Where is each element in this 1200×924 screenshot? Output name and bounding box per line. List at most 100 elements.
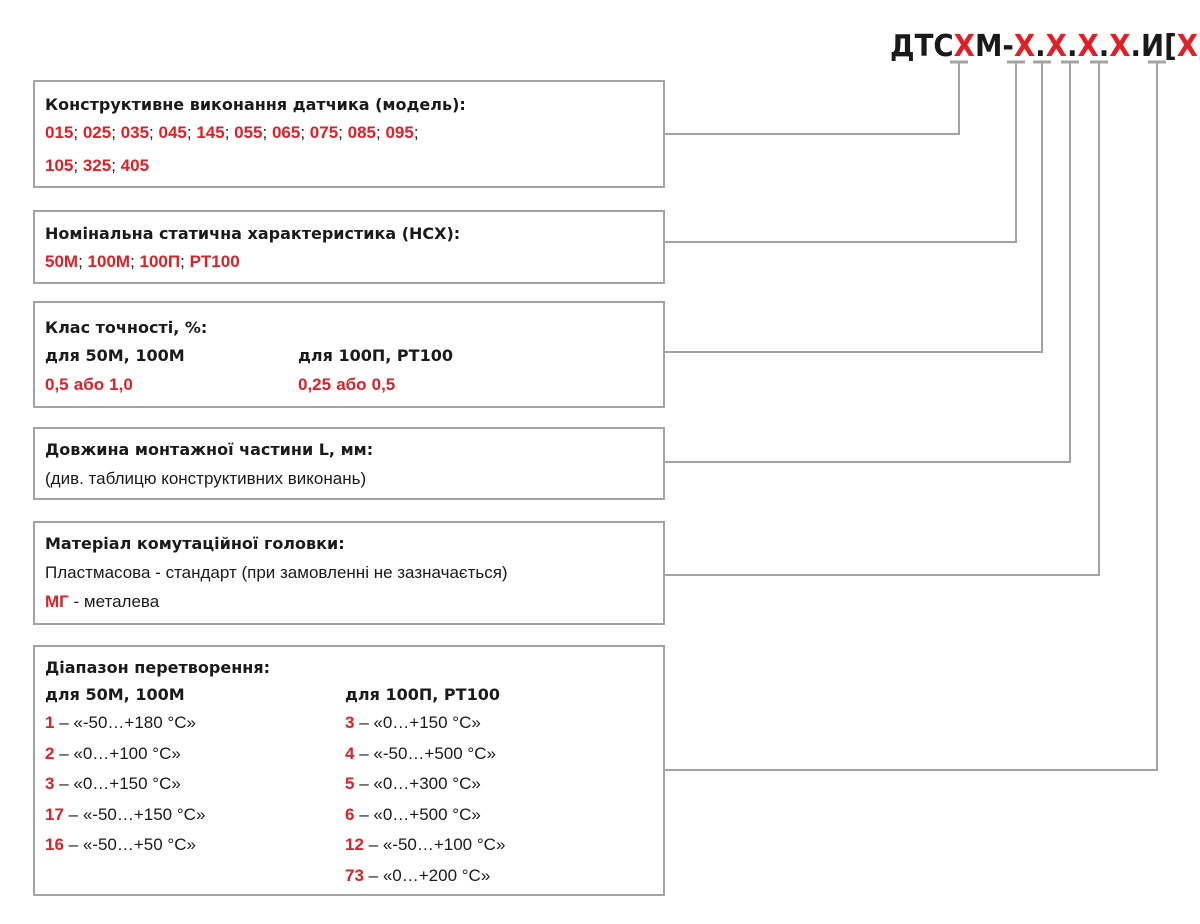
option-code: 325	[82, 156, 112, 175]
separator: ;	[149, 123, 159, 142]
range-code: 16	[45, 835, 64, 855]
range-code: 2	[45, 743, 55, 763]
range-text: – «0…+500 °С»	[354, 804, 481, 824]
range-text: – «-50…+100 °С»	[363, 835, 506, 855]
option-code: 145	[196, 123, 225, 142]
option-code: 045	[158, 123, 187, 142]
connector-nsx	[665, 62, 1017, 243]
range-text: – «-50…+150 °С»	[63, 804, 206, 824]
head-metal: МГ - металева	[45, 592, 159, 612]
accuracy-col1-a: 0,5	[45, 375, 69, 394]
code-placeholder: Х	[1109, 29, 1131, 64]
range-item: 16 – «-50…+50 °С»	[45, 835, 196, 855]
separator: ;	[111, 156, 121, 175]
code-placeholder: Х	[1077, 29, 1099, 64]
length-box: Довжина монтажної частини L, мм: (див. т…	[33, 427, 665, 500]
connector-model	[665, 62, 960, 135]
option-code: 085	[347, 123, 376, 142]
option-code: 100П	[139, 252, 181, 271]
nsx-values: 50М; 100М; 100П; PT100	[45, 252, 240, 272]
accuracy-col1-header: для 50М, 100М	[45, 346, 185, 365]
model-title: Конструктивне виконання датчика (модель)…	[45, 95, 466, 114]
code-fixed: .И[	[1130, 29, 1177, 64]
range-item: 6 – «0…+500 °С»	[345, 805, 481, 825]
separator: ;	[338, 123, 348, 142]
order-code: ДТСХМ-Х.Х.Х.Х.И[Х]	[890, 27, 1200, 67]
code-fixed: ДТС	[890, 29, 954, 64]
head-standard: Пластмасова - стандарт (при замовленні н…	[45, 563, 508, 582]
option-code: 095	[385, 123, 414, 142]
range-item: 5 – «0…+300 °С»	[345, 774, 481, 794]
separator: ;	[300, 123, 310, 142]
range-item: 4 – «-50…+500 °С»	[345, 744, 496, 764]
code-placeholder: Х	[1176, 29, 1199, 64]
range-code: 12	[345, 835, 364, 855]
separator: ;	[180, 252, 190, 271]
accuracy-col2-a: 0,25	[298, 375, 332, 394]
model-box: Конструктивне виконання датчика (модель)…	[33, 80, 665, 188]
range-text: – «-50…+50 °С»	[63, 835, 196, 855]
range-item: 73 – «0…+200 °С»	[345, 866, 490, 886]
connector-length	[665, 62, 1071, 463]
code-fixed: М-	[974, 29, 1014, 64]
head-code: МГ	[45, 592, 69, 611]
code-fixed: .	[1066, 29, 1078, 64]
separator: ;	[224, 123, 235, 142]
connector-head	[665, 62, 1100, 576]
range-code: 3	[345, 713, 355, 732]
option-code: 055	[234, 123, 263, 142]
option-code: 015	[45, 123, 74, 142]
accuracy-col2-b: 0,5	[371, 375, 396, 394]
range-col1-header: для 50М, 100М	[45, 685, 185, 704]
range-code: 73	[345, 866, 364, 885]
range-item: 2 – «0…+100 °С»	[45, 744, 181, 764]
range-col2-header: для 100П, PT100	[345, 685, 500, 704]
range-title: Діапазон перетворення:	[45, 658, 270, 677]
separator: ;	[78, 252, 88, 271]
separator: ;	[111, 123, 121, 142]
range-box: Діапазон перетворення: для 50М, 100М для…	[33, 645, 665, 896]
range-text: – «-50…+180 °С»	[54, 713, 196, 732]
range-text: – «0…+300 °С»	[354, 774, 481, 794]
option-code: 065	[271, 123, 301, 142]
separator: ;	[186, 123, 197, 142]
connector-range	[665, 62, 1158, 771]
option-code: 405	[120, 156, 150, 175]
range-item: 17 – «-50…+150 °С»	[45, 805, 205, 825]
accuracy-col2-header: для 100П, PT100	[298, 346, 453, 365]
nsx-title: Номінальна статична характеристика (НСХ)…	[45, 224, 461, 243]
connector-accuracy	[665, 62, 1043, 353]
range-code: 1	[45, 713, 55, 732]
range-code: 3	[45, 774, 55, 794]
accuracy-col1-b: 1,0	[109, 375, 133, 394]
range-code: 4	[345, 743, 355, 763]
model-row2: 105; 325; 405	[45, 156, 149, 176]
code-fixed: .	[1035, 29, 1046, 64]
option-code: 035	[120, 123, 150, 142]
range-code: 5	[345, 774, 355, 794]
range-text: – «0…+100 °С»	[54, 743, 181, 763]
code-placeholder: Х	[1013, 29, 1036, 64]
code-placeholder: Х	[1045, 29, 1067, 64]
range-text: – «0…+150 °С»	[354, 713, 481, 732]
range-item: 1 – «-50…+180 °С»	[45, 713, 196, 733]
range-text: – «0…+200 °С»	[363, 866, 491, 885]
code-placeholder: Х	[953, 29, 975, 64]
option-code: PT100	[189, 252, 240, 271]
accuracy-col1-or: або	[73, 375, 105, 394]
model-row1: 015; 025; 035; 045; 145; 055; 065; 075; …	[45, 123, 419, 143]
option-code: 025	[82, 123, 112, 142]
range-item: 12 – «-50…+100 °С»	[345, 835, 505, 855]
nsx-box: Номінальна статична характеристика (НСХ)…	[33, 210, 665, 284]
accuracy-box: Клас точності, %: для 50М, 100М для 100П…	[33, 301, 665, 408]
accuracy-col1-value: 0,5 або 1,0	[45, 375, 133, 395]
range-text: – «-50…+500 °С»	[354, 743, 496, 763]
option-code: 50М	[45, 252, 79, 271]
separator: ;	[130, 252, 140, 271]
separator: ;	[413, 123, 419, 142]
length-note: (див. таблицю конструктивних виконань)	[45, 469, 367, 488]
range-text: – «0…+150 °С»	[54, 774, 181, 794]
separator: ;	[262, 123, 272, 142]
head-box: Матеріал комутаційної головки: Пластмасо…	[33, 521, 665, 625]
